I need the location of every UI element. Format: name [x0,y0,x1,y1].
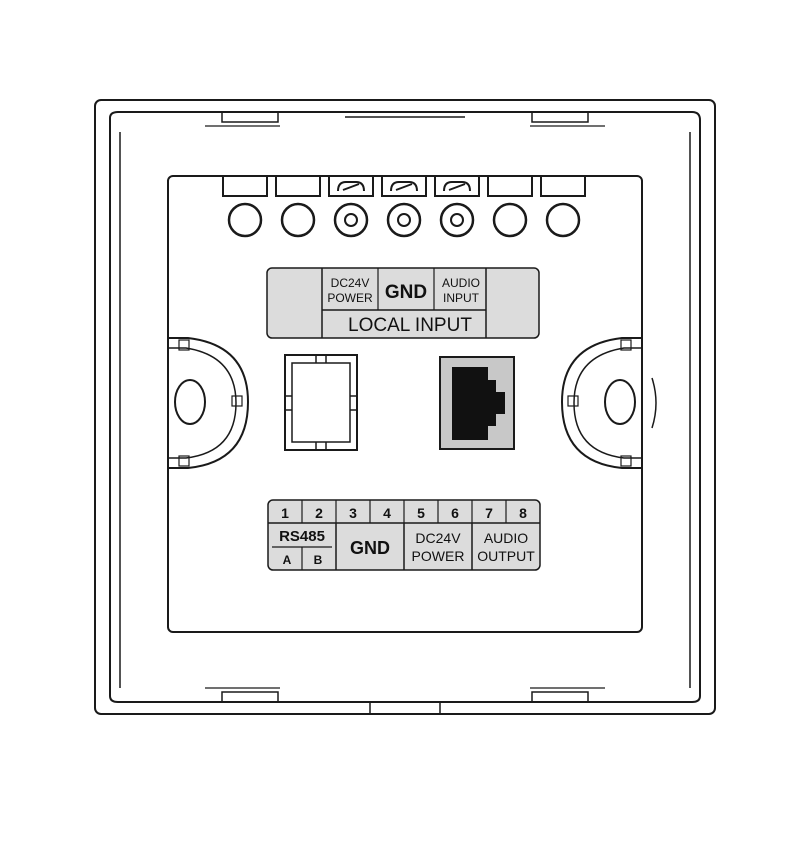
label-rs485: RS485 [279,528,325,545]
local-input-label-plate: DC24V POWER GND AUDIO INPUT LOCAL INPUT [266,267,540,339]
label-audio-top: AUDIO [442,276,480,290]
terminal-3 [328,175,374,238]
pin-2: 2 [315,505,323,521]
terminal-6 [487,175,533,238]
terminal-7 [540,175,586,238]
top-notch-left [221,112,279,123]
label-gnd-bottom: GND [350,538,390,558]
terminal-5 [434,175,480,238]
terminal-2 [275,175,321,238]
rj45-port [439,356,515,450]
pin-4: 4 [383,505,391,521]
label-local-input: LOCAL INPUT [348,315,472,336]
label-dc24v-bottom: DC24V [415,530,461,546]
bottom-center-tab [369,702,441,715]
pin-5: 5 [417,505,425,521]
label-gnd-top: GND [385,282,427,303]
terminal-1 [222,175,268,238]
pin-8: 8 [519,505,527,521]
frame-inner-line [109,111,701,703]
top-notch-right [531,112,589,123]
label-power-bottom: POWER [412,548,465,564]
terminal-4 [381,175,427,238]
pin-3: 3 [349,505,357,521]
label-input-top: INPUT [443,291,480,305]
bottom-notch-right [531,691,589,702]
pin-1: 1 [281,505,289,521]
mount-ear-left [168,337,250,469]
label-power-top: POWER [327,291,373,305]
label-audio-bottom: AUDIO [484,530,528,546]
frame-inner-line-2 [119,132,691,688]
terminal-block [222,175,586,238]
rs485-terminal-label-plate: 1 2 3 4 5 6 7 8 RS485 A B GND DC24V POWE… [267,499,541,571]
bottom-notch-left [221,691,279,702]
label-b: B [314,553,323,567]
pin-6: 6 [451,505,459,521]
label-output-bottom: OUTPUT [477,548,535,564]
pin-7: 7 [485,505,493,521]
label-dc24v-top: DC24V [331,276,370,290]
square-socket [284,354,358,451]
label-a: A [283,553,292,567]
mount-ear-right [560,337,657,469]
